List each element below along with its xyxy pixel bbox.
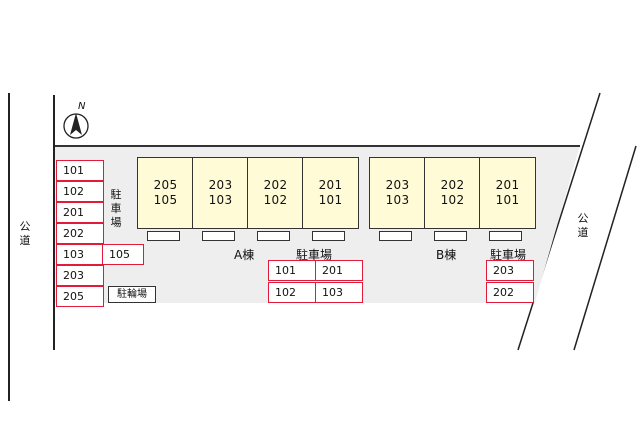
left-road-line-outer: [8, 93, 10, 401]
building-b-label: B棟: [436, 248, 457, 262]
parking-space: 102: [268, 282, 316, 303]
right-road-label: 公道: [577, 212, 589, 239]
parking-space: 103: [56, 244, 104, 265]
center-parking-label: 駐車場: [296, 248, 333, 262]
parking-space: 203: [56, 265, 104, 286]
parking-space: 205: [56, 286, 104, 307]
unit-lower-number: 102: [440, 193, 465, 207]
unit-lower-number: 101: [495, 193, 520, 207]
building-b-balcony-2: [434, 231, 467, 241]
left-road-label: 公道: [19, 220, 31, 247]
unit-upper-number: 201: [318, 178, 343, 192]
parking-space: 105: [102, 244, 144, 265]
west-parking-label: 駐車場: [110, 188, 122, 229]
building-b-balcony-3: [489, 231, 522, 241]
building-b-unit-1: 203 103: [369, 157, 426, 229]
parking-space: 201: [56, 202, 104, 223]
building-a-label: A棟: [234, 248, 255, 262]
parking-space: 102: [56, 181, 104, 202]
building-a-balcony-1: [147, 231, 180, 241]
north-compass-icon: [63, 113, 89, 139]
unit-lower-number: 105: [153, 193, 178, 207]
unit-lower-number: 101: [318, 193, 343, 207]
building-a-unit-4: 201 101: [302, 157, 359, 229]
unit-upper-number: 201: [495, 178, 520, 192]
parking-space: 101: [268, 260, 316, 281]
building-b-balcony-1: [379, 231, 412, 241]
building-a-unit-2: 203 103: [192, 157, 249, 229]
unit-lower-number: 102: [263, 193, 288, 207]
parking-space: 202: [486, 282, 534, 303]
unit-lower-number: 103: [208, 193, 233, 207]
site-lot-edge: [55, 145, 580, 147]
parking-space: 201: [315, 260, 363, 281]
compass-north-label: N: [78, 101, 86, 112]
unit-upper-number: 202: [440, 178, 465, 192]
parking-space: 203: [486, 260, 534, 281]
east-parking-label: 駐車場: [490, 248, 527, 262]
left-road-line-inner: [53, 95, 55, 350]
unit-upper-number: 203: [385, 178, 410, 192]
building-a-balcony-2: [202, 231, 235, 241]
building-a-balcony-4: [312, 231, 345, 241]
building-a-balcony-3: [257, 231, 290, 241]
building-a-unit-1: 205 105: [137, 157, 194, 229]
building-b-unit-2: 202 102: [424, 157, 481, 229]
parking-space: 101: [56, 160, 104, 181]
parking-space: 103: [315, 282, 363, 303]
unit-upper-number: 202: [263, 178, 288, 192]
unit-lower-number: 103: [385, 193, 410, 207]
parking-space: 202: [56, 223, 104, 244]
bicycle-parking: 駐輪場: [108, 286, 156, 303]
building-a-unit-3: 202 102: [247, 157, 304, 229]
building-b-unit-3: 201 101: [479, 157, 536, 229]
unit-upper-number: 203: [208, 178, 233, 192]
unit-upper-number: 205: [153, 178, 178, 192]
